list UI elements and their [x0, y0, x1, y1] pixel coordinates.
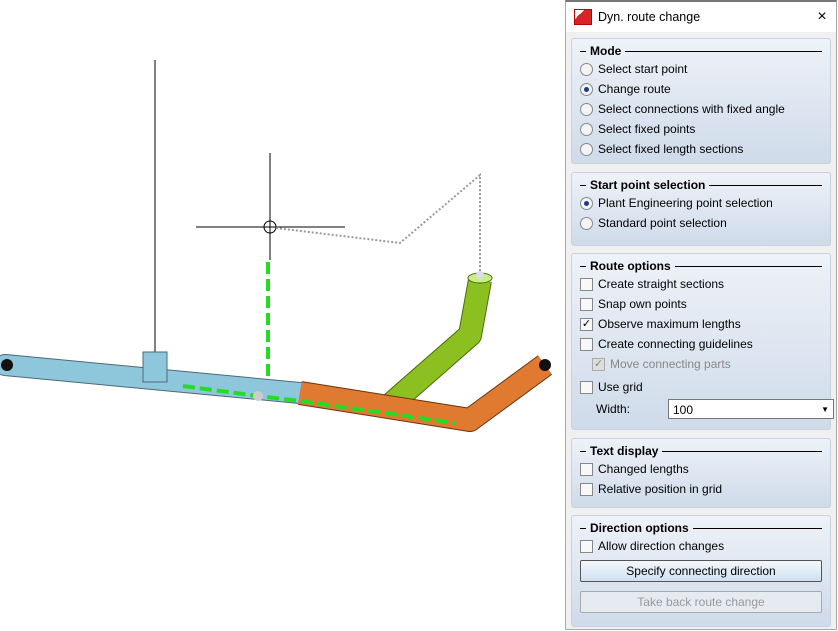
- cb-guidelines[interactable]: Create connecting guidelines: [580, 334, 822, 354]
- group-title: Start point selection: [580, 177, 822, 193]
- cb-use-grid[interactable]: Use grid: [580, 377, 822, 397]
- group-title: Text display: [580, 443, 822, 459]
- cb-changed-lengths[interactable]: Changed lengths: [580, 459, 822, 479]
- mode-group: Mode Select start point Change route Sel…: [571, 38, 831, 164]
- group-title: Mode: [580, 43, 822, 59]
- dyn-route-change-dialog: Dyn. route change × Mode Select start po…: [565, 0, 837, 630]
- preview-route: [275, 172, 481, 272]
- cb-move-parts: ✓Move connecting parts: [592, 357, 731, 371]
- radio-fixed-points[interactable]: Select fixed points: [580, 119, 822, 139]
- app-icon: [574, 9, 592, 25]
- route-line: [182, 384, 456, 425]
- cb-allow-direction[interactable]: Allow direction changes: [580, 536, 822, 556]
- cb-relative-position[interactable]: Relative position in grid: [580, 479, 822, 499]
- radio-fixed-length[interactable]: Select fixed length sections: [580, 139, 822, 159]
- close-icon[interactable]: ×: [817, 8, 827, 25]
- radio-fixed-angle[interactable]: Select connections with fixed angle: [580, 99, 822, 119]
- endpoint[interactable]: [1, 359, 13, 371]
- cb-observe[interactable]: ✓Observe maximum lengths: [580, 317, 741, 331]
- text-display-group: Text display Changed lengths Relative po…: [571, 438, 831, 508]
- orange-pipe[interactable]: [298, 356, 552, 431]
- start-point-group: Start point selection Plant Engineering …: [571, 172, 831, 246]
- route-options-group: Route options Create straight sections S…: [571, 253, 834, 430]
- 3d-viewport[interactable]: [0, 0, 565, 631]
- take-back-button[interactable]: Take back route change: [580, 591, 822, 613]
- radio-change-route[interactable]: Change route: [580, 79, 822, 99]
- endpoint[interactable]: [539, 359, 551, 371]
- radio-select-start-point[interactable]: Select start point: [580, 59, 822, 79]
- tee-fitting: [142, 351, 168, 383]
- title-bar: Dyn. route change ×: [566, 2, 836, 32]
- cb-snap[interactable]: Snap own points: [580, 294, 822, 314]
- radio-standard-point[interactable]: Standard point selection: [580, 213, 822, 233]
- direction-options-group: Direction options Allow direction change…: [571, 515, 831, 627]
- width-row: Width:100: [580, 397, 834, 421]
- dialog-title: Dyn. route change: [598, 10, 701, 24]
- radio-plant-engineering[interactable]: Plant Engineering point selection: [580, 193, 822, 213]
- group-title: Route options: [580, 258, 822, 274]
- group-title: Direction options: [580, 520, 822, 536]
- cb-straight[interactable]: Create straight sections: [580, 274, 822, 294]
- cursor-circle: [263, 220, 277, 234]
- green-pipe[interactable]: [382, 278, 491, 414]
- width-select[interactable]: 100: [668, 399, 834, 420]
- specify-direction-button[interactable]: Specify connecting direction: [580, 560, 822, 582]
